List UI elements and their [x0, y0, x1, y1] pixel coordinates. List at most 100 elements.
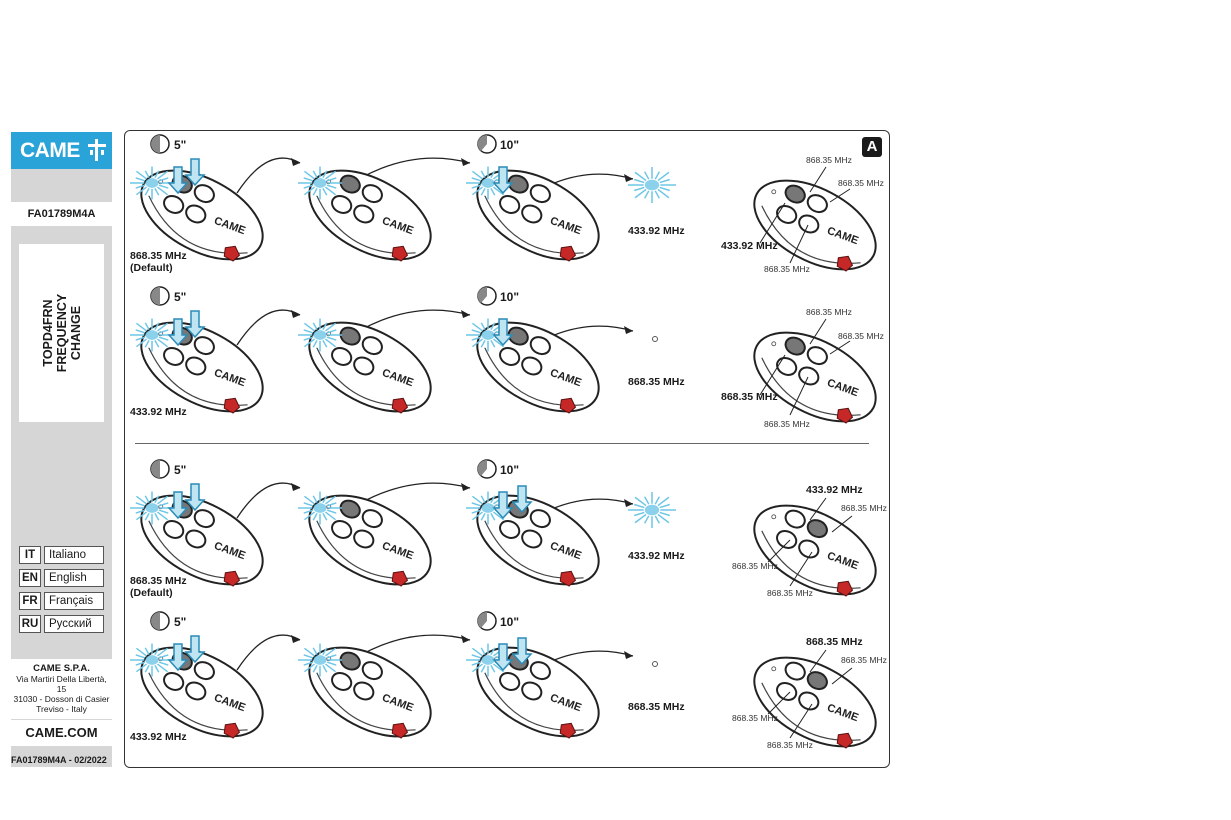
remote-key [339, 651, 361, 671]
key-frequency-label: 868.35 MHz [806, 155, 852, 165]
blink-led-icon [298, 318, 342, 352]
timer-icon [150, 286, 170, 306]
website-link[interactable]: CAME.COM [11, 720, 112, 746]
remote-key [499, 346, 521, 366]
remote-key [331, 346, 353, 366]
shield-icon [391, 245, 409, 262]
key-frequency-label: 868.35 MHz [764, 419, 810, 429]
press-arrow-icon [184, 310, 206, 339]
remote-control: CAME [476, 169, 600, 262]
instruction-panel [124, 130, 890, 768]
remote-key [499, 194, 521, 214]
remote-control: CAME [753, 656, 877, 749]
shield-icon [559, 245, 577, 262]
timer-label: 5" [174, 290, 187, 304]
section-divider [135, 443, 869, 444]
remote-control: CAME [476, 321, 600, 414]
timer-icon [150, 611, 170, 631]
remote-key [185, 681, 207, 701]
result-frequency-label: 868.35 MHz [628, 376, 685, 388]
company-address-line: 31030 - Dosson di Casier [13, 694, 110, 704]
came-logo: CAME [11, 132, 112, 169]
remote-key [798, 539, 820, 559]
key-frequency-label: 868.35 MHz [841, 655, 887, 665]
press-arrow-icon [492, 491, 514, 520]
callout-line [789, 224, 809, 264]
remote-key [529, 184, 551, 204]
shield-icon [836, 255, 854, 272]
timer-label: 10" [500, 615, 520, 629]
shield-icon [836, 407, 854, 424]
blink-led-icon [130, 491, 174, 525]
remote-key [163, 671, 185, 691]
language-code: EN [19, 569, 41, 587]
remote-key [185, 204, 207, 224]
callout-line [831, 515, 853, 533]
press-arrow-icon [492, 166, 514, 195]
remote-key [507, 326, 529, 346]
key-frequency-label: 433.92 MHz [806, 484, 863, 496]
remote-key [361, 509, 383, 529]
key-frequency-label: 868.35 MHz [767, 740, 813, 750]
callout-line [829, 340, 851, 355]
remote-key [353, 356, 375, 376]
remote-control: CAME [753, 504, 877, 597]
led-icon [771, 341, 777, 347]
remote-key [193, 336, 215, 356]
key-frequency-label: 868.35 MHz [806, 636, 863, 648]
footer-code: FA01789M4A - 02/2022 [11, 755, 107, 765]
document-code: FA01789M4A [11, 202, 112, 226]
remote-key [361, 661, 383, 681]
company-name: CAME S.P.A. [33, 663, 90, 674]
shield-icon [391, 397, 409, 414]
timer-icon [477, 611, 497, 631]
shield-icon [559, 397, 577, 414]
remote-key [499, 671, 521, 691]
blink-led-icon [298, 166, 342, 200]
callout-line [809, 497, 827, 521]
led-icon [771, 514, 777, 520]
start-frequency-label: 433.92 MHz [130, 406, 187, 418]
led-off-icon [652, 336, 658, 342]
press-arrow-icon [167, 318, 189, 347]
callout-line [767, 691, 791, 715]
remote-key [499, 519, 521, 539]
remote-key [784, 661, 806, 681]
remote-key [353, 204, 375, 224]
shield-icon [223, 245, 241, 262]
remote-key [185, 356, 207, 376]
shield-icon [391, 722, 409, 739]
remote-key [776, 356, 798, 376]
remote-control: CAME [140, 646, 264, 739]
remote-key [521, 356, 543, 376]
press-arrow-icon [184, 635, 206, 664]
shield-icon [223, 722, 241, 739]
blink-led-icon [298, 643, 342, 677]
timer-icon [477, 459, 497, 479]
remote-key [507, 174, 529, 194]
callout-line [809, 166, 827, 193]
remote-key [521, 529, 543, 549]
remote-key [806, 671, 828, 691]
timer-icon [477, 286, 497, 306]
led-icon [771, 666, 777, 672]
remote-key [353, 529, 375, 549]
press-arrow-icon [492, 318, 514, 347]
language-code: RU [19, 615, 41, 633]
key-frequency-label: 868.35 MHz [841, 503, 887, 513]
company-info: CAME S.P.A. Via Martiri Della Libertà, 1… [11, 659, 112, 719]
remote-key [331, 671, 353, 691]
press-arrow-icon [167, 166, 189, 195]
callout-line [767, 539, 791, 563]
remote-key [331, 519, 353, 539]
company-address-line: Treviso - Italy [36, 704, 87, 714]
start-frequency-label: 868.35 MHz (Default) [130, 250, 187, 274]
remote-key [163, 194, 185, 214]
press-arrow-icon [184, 158, 206, 187]
shield-icon [836, 580, 854, 597]
key-frequency-label: 868.35 MHz [732, 713, 778, 723]
remote-key [784, 336, 806, 356]
curved-arrow-icon [236, 634, 301, 671]
callout-line [831, 667, 853, 685]
